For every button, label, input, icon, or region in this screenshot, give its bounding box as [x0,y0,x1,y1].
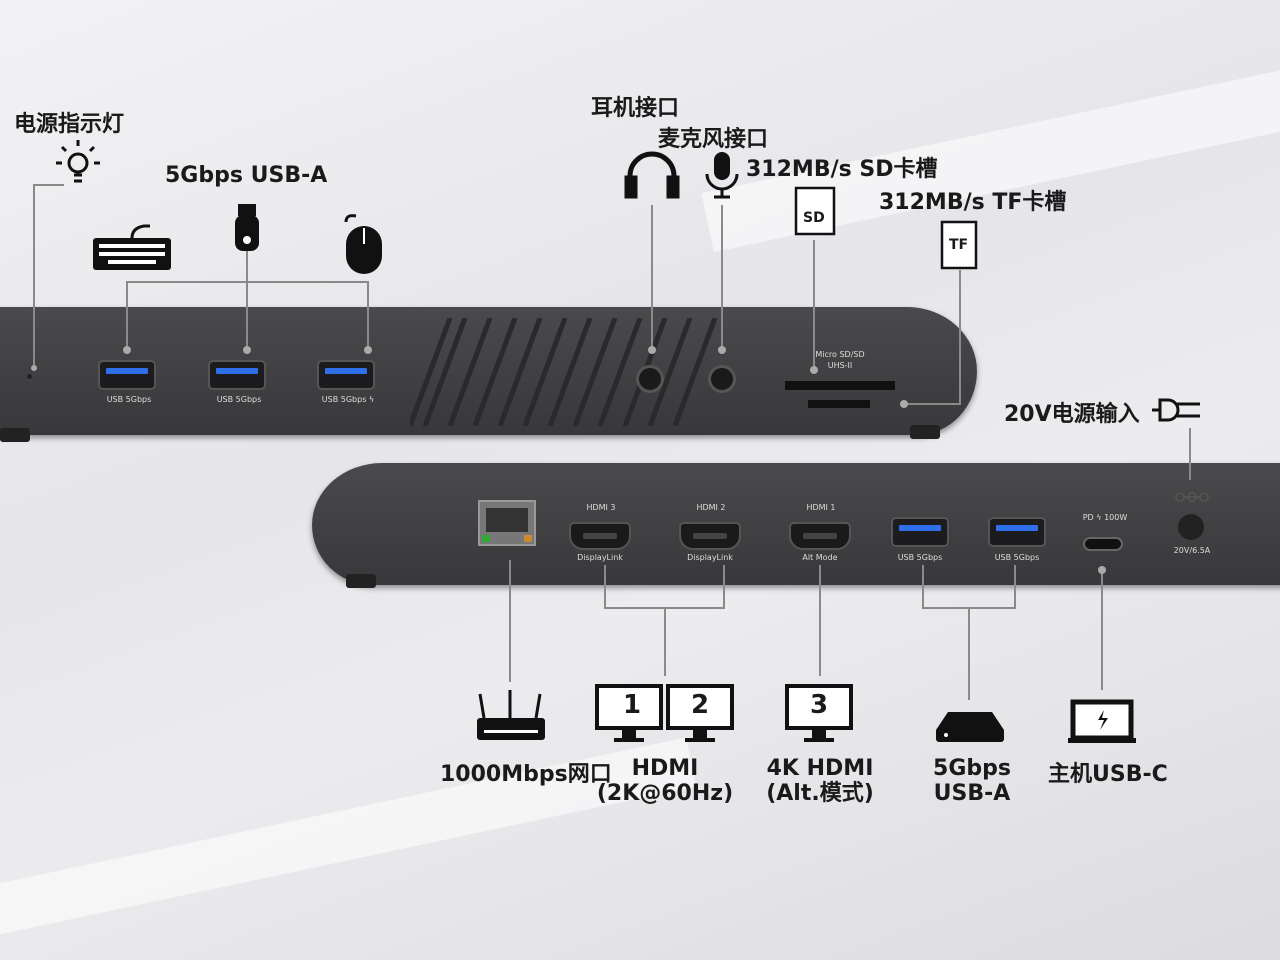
label-4k-hdmi: 4K HDMI(Alt.模式) [750,756,890,806]
port-label: USB 5Gbps [216,395,262,404]
label-line: (2K@60Hz) [596,781,734,806]
port-label: PD ϟ 100W [1082,513,1128,522]
label-headphone: 耳机接口 [591,96,680,121]
port-label: HDMI 1 [806,503,836,512]
label-host-usb-c: 主机USB-C [1048,762,1168,787]
sd-card-icon [794,186,836,236]
dock-foot [0,428,30,442]
port-label: HDMI 2 [696,503,726,512]
hdmi-port-1 [789,522,851,550]
monitor-1-number: 1 [623,690,642,720]
port-label: DisplayLink [577,553,623,562]
port-label: USB 5Gbps ϟ [321,395,375,404]
port-label: DisplayLink [687,553,733,562]
microphone-icon [705,152,739,199]
port-label: USB 5Gbps [994,553,1040,562]
label-line: USB-A [933,781,1011,806]
headphone-jack [636,365,664,393]
port-label: 20V/6.5A [1173,546,1211,555]
label-tf: 312MB/s TF卡槽 [879,190,1067,215]
headphones-icon [624,151,680,199]
hard-drive-icon [936,712,1004,742]
front-usb-port-1 [98,360,156,390]
label-line: 4K HDMI [766,756,874,781]
card-slot-label: UHS-II [827,361,853,370]
usb-flash-drive-icon [235,204,259,251]
dock-foot [346,574,376,588]
usb-c-port [1083,537,1123,551]
keyboard-icon [93,224,171,270]
port-label: USB 5Gbps [106,395,152,404]
hdmi-port-3 [569,522,631,550]
label-hdmi: HDMI(2K@60Hz) [590,756,740,806]
laptop-icon [1068,699,1136,743]
label-mic: 麦克风接口 [658,127,769,152]
dc-power-port [1178,514,1204,540]
port-label: USB 5Gbps [897,553,943,562]
power-plug-icon [1152,398,1200,422]
mic-jack [708,365,736,393]
front-usb-port-2 [208,360,266,390]
label-line: (Alt.模式) [766,781,874,806]
monitor-2-number: 2 [691,690,710,720]
rear-usb-port-1 [891,517,949,547]
sd-slot [785,381,895,390]
card-slot-label: Micro SD/SD [815,350,865,359]
dc-polarity-icon [1175,492,1209,502]
tf-slot [808,400,870,408]
label-usb-a-front: 5Gbps USB-A [165,163,328,188]
label-line: HDMI [631,756,699,781]
ethernet-port [478,500,536,546]
port-label: HDMI 3 [586,503,616,512]
port-label: Alt Mode [802,553,838,562]
monitor-3-number: 3 [810,690,829,720]
dock-foot [910,425,940,439]
label-power-led: 电源指示灯 [14,112,125,137]
hdmi-port-2 [679,522,741,550]
front-usb-port-3 [317,360,375,390]
mouse-icon [344,214,382,274]
sd-card-text: SD [803,210,825,226]
label-power-input: 20V电源输入 [1004,402,1140,427]
monitor-icon [595,684,853,730]
router-icon [477,690,545,740]
tf-card-icon [940,220,978,270]
power-led [27,374,32,379]
label-line: 5Gbps [933,756,1011,781]
rear-usb-port-2 [988,517,1046,547]
label-sd: 312MB/s SD卡槽 [746,157,938,182]
tf-card-text: TF [949,237,969,253]
lightbulb-icon [56,140,100,183]
label-ethernet: 1000Mbps网口 [440,762,612,787]
